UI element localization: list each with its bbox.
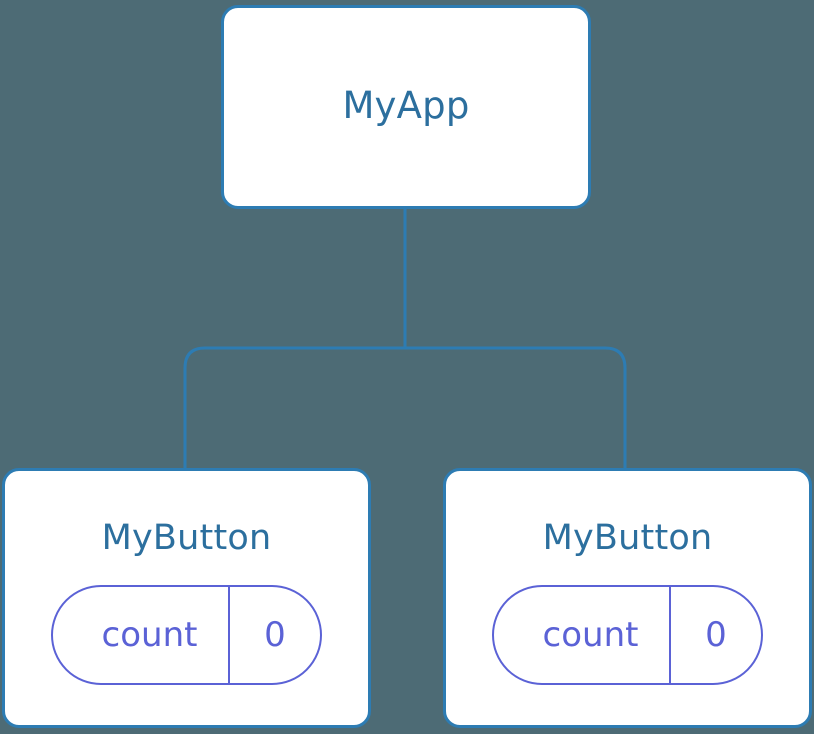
component-node-title: MyApp [342,83,470,127]
state-badge[interactable]: count 0 [492,584,763,685]
state-badge[interactable]: count 0 [51,584,322,685]
state-key-label: count [101,614,198,655]
component-node-title: MyButton [542,518,713,558]
state-value-label: 0 [669,586,761,683]
component-node-title: MyButton [101,518,272,558]
edge-to-child-1 [405,346,627,470]
edge-to-child-0 [183,346,405,470]
component-node-child-0[interactable]: MyButton count 0 [2,468,371,728]
state-value-label: 0 [228,586,320,683]
component-node-root[interactable]: MyApp [221,5,591,209]
component-node-child-1[interactable]: MyButton count 0 [443,468,812,728]
state-key-label: count [542,614,639,655]
